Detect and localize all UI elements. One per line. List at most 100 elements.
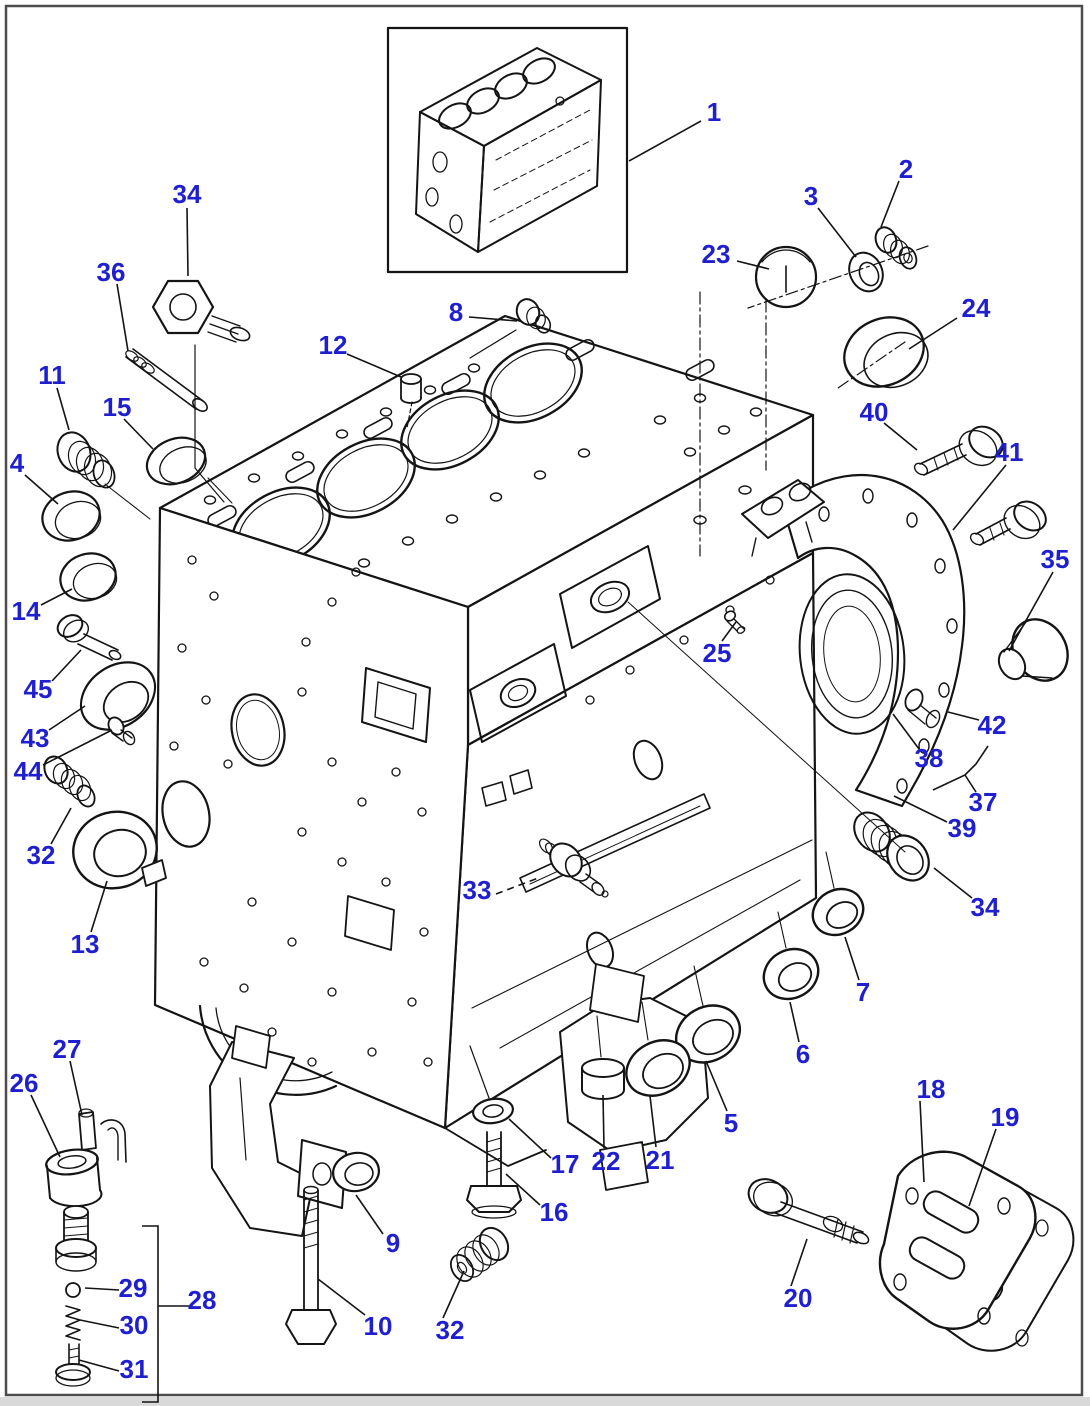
callout-label-34: 34 [173,179,202,209]
part-23-plug [754,245,818,309]
part-29-ball [65,1282,81,1298]
leader-line-30 [79,1319,120,1329]
inset-engine-assembly [386,26,629,274]
callout-label-23: 23 [702,239,731,269]
leader-line-39 [893,795,948,823]
dowel-42 [904,688,941,729]
callout-label-38: 38 [915,743,944,773]
part-2-grommet [874,226,918,270]
footer-strip [0,1397,1090,1406]
leader-line-40 [883,422,918,451]
callout-label-11: 11 [38,360,66,390]
leader-line-22 [602,1094,605,1149]
callout-label-13: 13 [71,929,100,959]
callout-label-21: 21 [646,1145,675,1175]
callout-label-9: 9 [386,1228,400,1258]
callout-label-28: 28 [188,1285,217,1315]
leader-line-41 [952,464,1007,531]
leader-line-44 [42,729,113,766]
part-13-bearing-shell [72,810,167,890]
leader-line-21 [649,1095,657,1148]
part-10-bolt [285,1185,337,1345]
leader-line-34 [933,867,973,899]
part-33-valve [481,769,609,898]
part-22-cup [581,1058,625,1100]
callout-label-15: 15 [103,392,132,422]
leader-line-28 [142,1225,159,1403]
callout-label-40: 40 [860,397,889,427]
callout-label-36: 36 [97,257,126,287]
callout-layer: 1232324404135254238373934343681211154144… [10,97,1069,1403]
callout-label-37: 37 [969,787,998,817]
part-24-cup-plug [843,316,929,389]
leader-line-12 [346,353,402,378]
callout-label-32: 32 [27,840,56,870]
leader-line-17 [508,1118,552,1159]
part-14-cup-plug [59,552,118,602]
part-45-bolt [56,614,122,661]
part-12-plug [400,373,422,404]
leader-line-42 [947,711,980,721]
leader-line-11 [56,387,70,431]
leader-line-8 [468,316,518,322]
rear-seal-carrier [723,473,966,808]
leader-line-35 [1008,571,1054,652]
callout-label-25: 25 [703,638,732,668]
callout-label-31: 31 [120,1354,149,1384]
leader-line-45 [51,649,82,682]
part-21-ring [625,1039,691,1097]
leader-line-34 [186,207,189,277]
callout-label-45: 45 [24,674,53,704]
loose-parts [41,226,1069,1387]
callout-label-16: 16 [540,1197,569,1227]
callout-label-18: 18 [917,1074,946,1104]
callout-label-14: 14 [12,596,41,626]
callout-label-43: 43 [21,723,50,753]
callout-label-12: 12 [319,330,348,360]
leader-line-37 [932,745,989,791]
leader-line-14 [40,588,73,606]
leader-line-10 [317,1278,366,1316]
part-20-bolt [747,1178,870,1245]
callout-label-4: 4 [10,448,25,478]
part-16-bolt [466,1131,522,1219]
leader-line-29 [84,1287,120,1291]
part-34-hex-plug-top [151,279,251,343]
axis-lines [104,245,929,1099]
leader-line-19 [968,1128,997,1207]
leader-line-32 [442,1270,465,1319]
callout-label-30: 30 [120,1310,149,1340]
callout-label-3: 3 [804,181,818,211]
callout-label-24: 24 [962,293,991,323]
part-7-bushing [811,887,865,937]
callout-label-27: 27 [53,1034,82,1064]
callout-label-39: 39 [948,813,977,843]
cylinder-block [153,314,818,1237]
callout-label-42: 42 [978,710,1007,740]
callout-label-10: 10 [364,1311,393,1341]
callout-label-41: 41 [995,437,1024,467]
callout-label-2: 2 [899,154,913,184]
leader-line-15 [123,418,154,450]
callout-label-32: 32 [436,1315,465,1345]
part-32-plug-left [43,755,96,808]
callout-label-29: 29 [119,1273,148,1303]
part-41-bolt [969,500,1047,546]
part-32-plug-bottom [449,1226,510,1283]
part-5-bushing [675,1004,741,1064]
leader-line-16 [505,1173,541,1206]
part-31-screw [55,1343,91,1387]
leader-line-38 [892,713,920,750]
part-6-bushing [762,947,820,1001]
carrier-bolt-holes [818,488,958,794]
leader-line-7 [844,936,860,981]
part-8-plug [515,298,552,334]
callout-label-6: 6 [796,1039,810,1069]
part-30-spring [65,1305,81,1341]
leader-line-32 [50,807,72,845]
leader-line-4 [24,474,59,505]
leader-line-5 [705,1060,728,1112]
callout-label-7: 7 [856,977,870,1007]
leader-line-13 [90,880,108,933]
